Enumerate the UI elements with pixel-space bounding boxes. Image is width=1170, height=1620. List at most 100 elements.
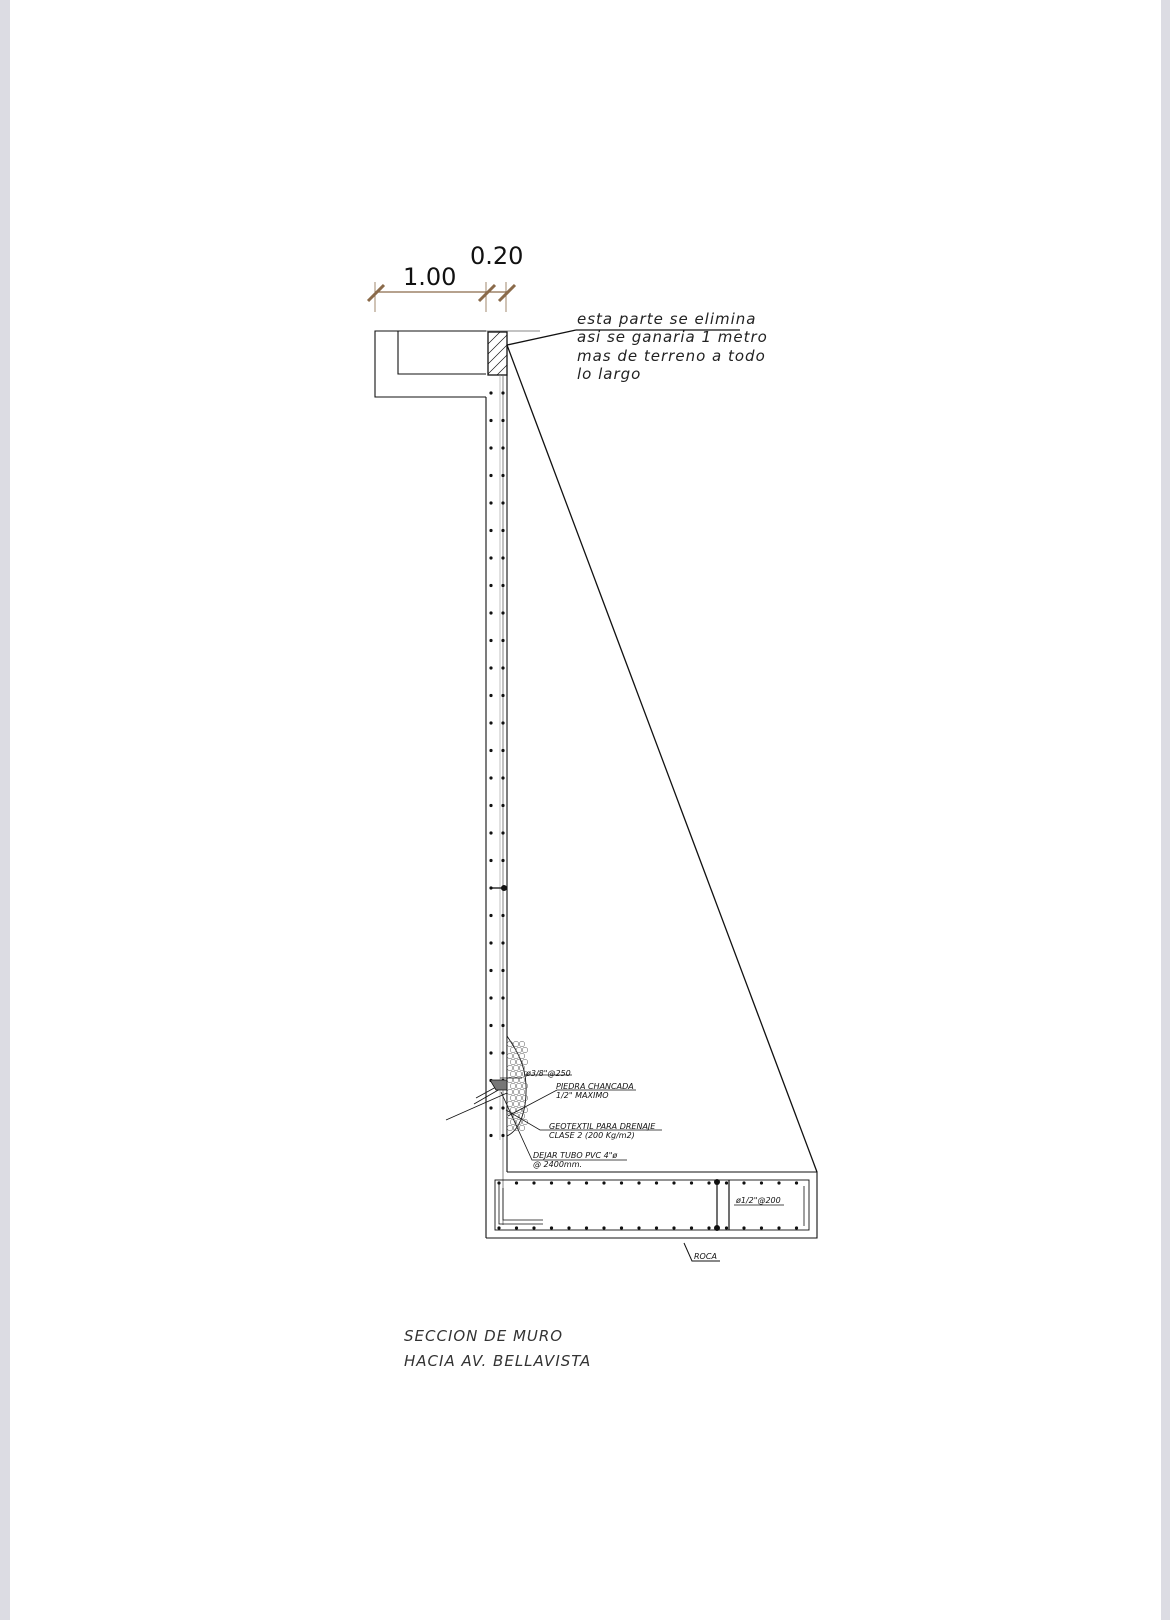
tubo-label-1: DEJAR TUBO PVC 4"ø <box>533 1151 617 1160</box>
wall-rebar-dot <box>501 913 505 918</box>
wall-rebar-dot <box>489 941 493 945</box>
wall-rebar-dot <box>501 858 505 863</box>
gravel-stone <box>515 1118 523 1126</box>
piedra-label-1: PIEDRA CHANCADA <box>556 1082 634 1091</box>
wall-rebar-dots <box>489 391 505 1138</box>
drain-pipe <box>445 1079 508 1121</box>
wall-rebar-dot <box>489 528 493 533</box>
wall-rebar-dot <box>501 473 505 478</box>
wall-rebar-dot <box>489 501 493 505</box>
wall-rebar-dot <box>489 913 493 918</box>
footing-rebar-dot <box>777 1226 781 1230</box>
wall-rebar-dot <box>501 1023 505 1028</box>
tubo-label-2: @ 2400mm. <box>533 1160 582 1169</box>
wall-rebar-dot <box>501 501 505 505</box>
hatched-removal-zone <box>487 331 508 376</box>
wall-rebar-dot <box>501 611 505 615</box>
footing-rebar-dot <box>602 1226 606 1230</box>
piedra-label-2: 1/2" MAXIMO <box>556 1091 609 1100</box>
wall-rebar-dot <box>489 1023 493 1028</box>
gravel-stone <box>515 1070 523 1078</box>
footing-rebar-dot <box>672 1181 676 1185</box>
gravel-stone <box>512 1100 520 1108</box>
gravel-stone <box>518 1064 526 1072</box>
footing-rebar-dot <box>742 1181 746 1185</box>
wall-rebar-dot <box>501 666 505 670</box>
footing-rebar-dot <box>707 1226 711 1230</box>
wall-rebar-dot <box>501 968 505 973</box>
dimension-line <box>366 282 517 312</box>
wall-rebar-dot <box>489 803 493 808</box>
gravel-stone <box>512 1064 520 1072</box>
top-slab <box>374 330 540 398</box>
wall-rebar-dot <box>489 831 493 835</box>
wall-rebar-dot <box>489 638 493 643</box>
gravel-stone <box>521 1058 529 1066</box>
footing-rebar-dot <box>724 1181 729 1185</box>
wall-rebar-dot <box>501 528 505 533</box>
gravel-stone <box>518 1088 526 1096</box>
footing-rebar-dot <box>532 1181 536 1185</box>
wall-rebar-dot <box>489 446 493 450</box>
note-line-2: asi se ganaria 1 metro <box>577 328 768 346</box>
wall-rebar-dot <box>501 446 505 450</box>
footing-rebar-dot <box>549 1181 554 1185</box>
note-line-3: mas de terreno a todo <box>577 347 766 365</box>
footing-rebar-dot <box>794 1226 799 1230</box>
note-line-4: lo largo <box>577 365 641 383</box>
wall-rebar-dot <box>501 556 505 560</box>
footing-rebar-dot <box>497 1226 501 1230</box>
wall-rebar-dot <box>501 693 505 698</box>
footing-rebar-dot <box>654 1181 659 1185</box>
gravel-stone <box>512 1088 520 1096</box>
gravel-stone <box>509 1106 517 1114</box>
note-line-1: esta parte se elimina <box>577 310 757 328</box>
wall-rebar-marker <box>490 885 507 891</box>
gravel-stone <box>518 1100 526 1108</box>
gravel-stone <box>506 1040 514 1048</box>
gravel-stone <box>506 1052 514 1060</box>
gravel-stone <box>521 1070 529 1078</box>
wall-rebar-dot <box>501 831 505 835</box>
wall-rebar-dot <box>489 1051 493 1055</box>
gravel-stone <box>506 1088 514 1096</box>
wall-rebar-dot <box>501 941 505 945</box>
footing-rebar-dot <box>497 1181 501 1185</box>
footing-rebar-dot <box>689 1181 694 1185</box>
wall-rebar-dot <box>501 996 505 1000</box>
dimension-0-20: 0.20 <box>470 242 523 270</box>
footing-rebar-dot <box>619 1181 624 1185</box>
wall-rebar-dot <box>489 583 493 588</box>
footing-rebar-dot <box>689 1226 694 1230</box>
footing-rebar-dot <box>567 1226 571 1230</box>
footing-rebar-dot <box>514 1226 519 1230</box>
gravel-stone <box>506 1064 514 1072</box>
wall-rebar-dot <box>501 1133 505 1138</box>
wall-rebar-dot <box>489 418 493 423</box>
gravel-stone <box>518 1112 526 1120</box>
footing-rebar-dot <box>759 1226 764 1230</box>
footing-rebar-dot <box>584 1226 589 1230</box>
footing-rebar-dot <box>619 1226 624 1230</box>
drawing-title-line-2: HACIA AV. BELLAVISTA <box>404 1352 591 1370</box>
wall-rebar-dot <box>489 611 493 615</box>
geotextil-label-1: GEOTEXTIL PARA DRENAJE <box>549 1122 656 1131</box>
footing <box>486 1171 818 1239</box>
gravel-stone <box>515 1094 523 1102</box>
footing-rebar-dot <box>759 1181 764 1185</box>
note-leader <box>506 329 577 346</box>
footing-rebar-dot <box>549 1226 554 1230</box>
footing-rebar-dot <box>637 1181 641 1185</box>
wall-rebar-dot <box>489 1133 493 1138</box>
gravel-stone <box>521 1118 529 1126</box>
gravel-stone <box>518 1076 526 1084</box>
wall-rebar-dot <box>489 693 493 698</box>
gravel-stone <box>506 1124 514 1132</box>
gravel-drain <box>506 1034 529 1137</box>
footing-rebar-markers <box>714 1179 720 1231</box>
wall-rebar-dot <box>489 391 493 395</box>
gravel-stone <box>515 1058 523 1066</box>
footing-rebar-dot <box>672 1226 676 1230</box>
base-rebar-label: ø1/2"@200 <box>735 1196 781 1205</box>
wall-rebar-dot <box>489 776 493 780</box>
